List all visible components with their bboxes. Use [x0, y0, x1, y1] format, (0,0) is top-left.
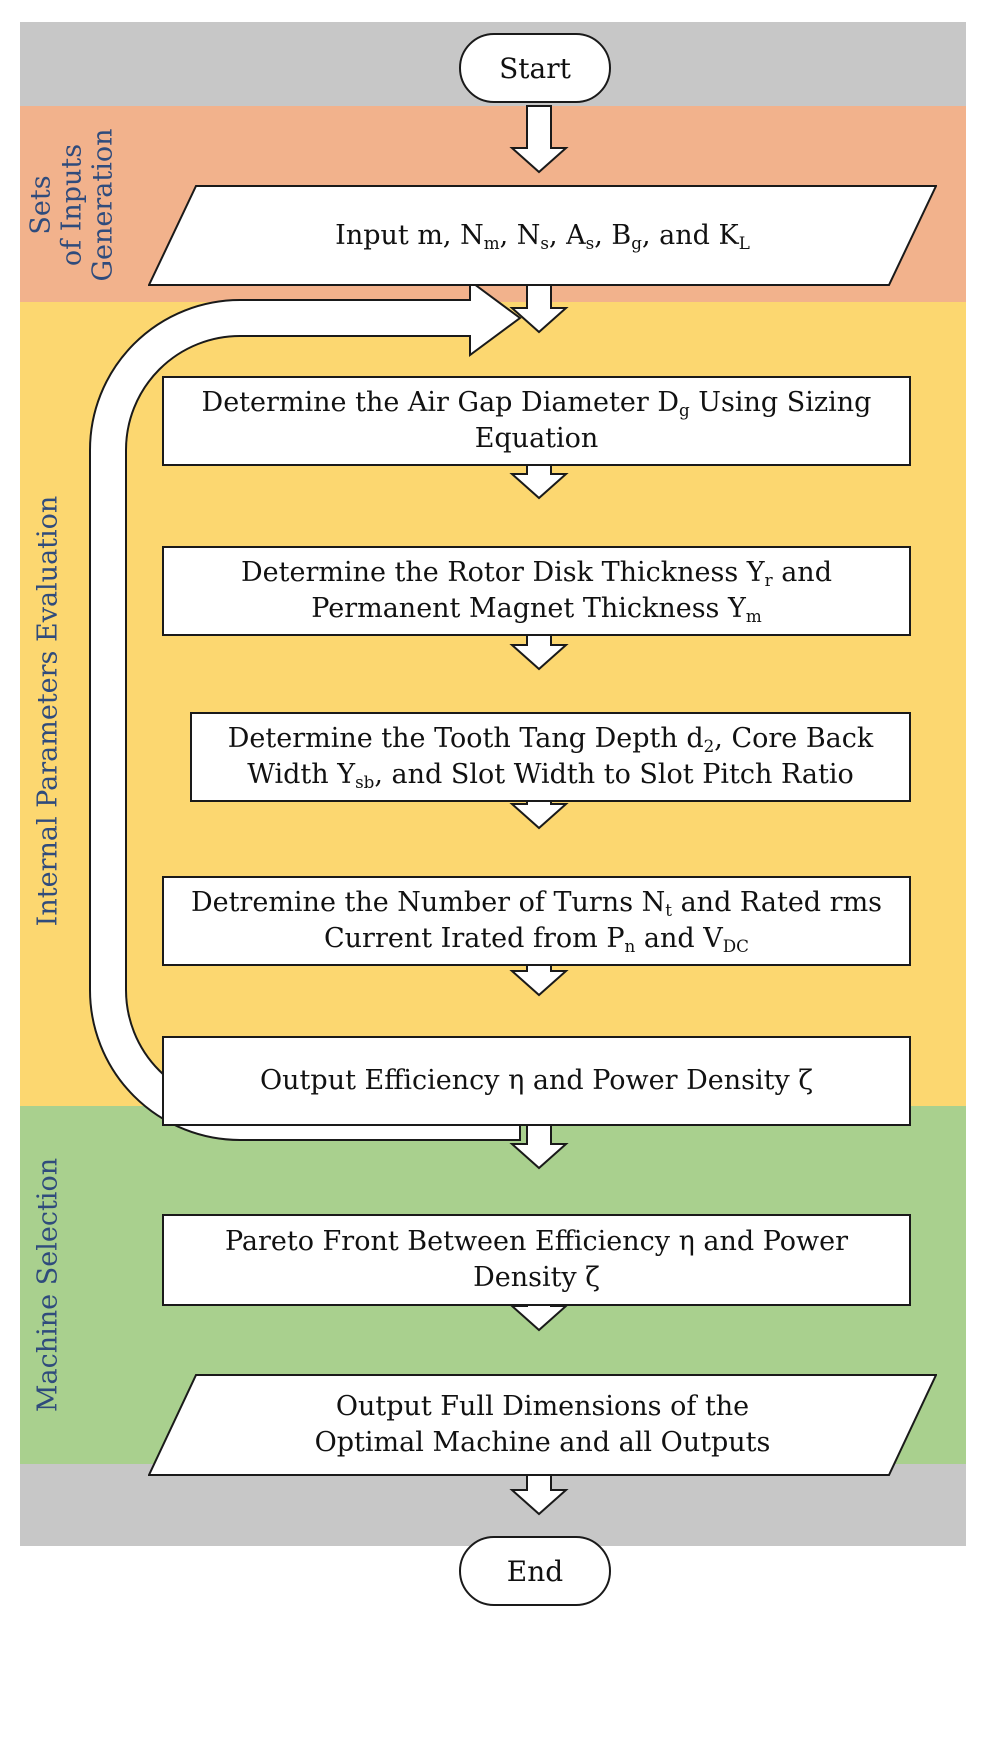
input-parameters-text: Input m, Nm, Ns, As, Bg, and KL — [335, 219, 750, 253]
step-pareto-front-text: Pareto Front Between Efficiency η and Po… — [224, 1226, 849, 1293]
step-output-efficiency-density-text: Output Efficiency η and Power Density ζ — [260, 1065, 813, 1096]
step-tooth-tang-depth: Determine the Tooth Tang Depth d2, Core … — [190, 712, 911, 802]
step-air-gap-diameter-text: Determine the Air Gap Diameter Dg Using … — [201, 387, 872, 454]
step-rotor-magnet-thickness-text: Determine the Rotor Disk Thickness Yr an… — [241, 557, 832, 627]
step-turns-and-current: Detremine the Number of Turns Nt and Rat… — [162, 876, 911, 966]
step-rotor-magnet-thickness: Determine the Rotor Disk Thickness Yr an… — [162, 546, 911, 636]
final-output-parallelogram-shape — [148, 1374, 937, 1476]
final-output-box: Output Full Dimensions of the Optimal Ma… — [148, 1374, 937, 1476]
bottom-gray-band — [20, 1464, 966, 1546]
step-turns-and-current-text: Detremine the Number of Turns Nt and Rat… — [190, 887, 883, 957]
step-air-gap-diameter: Determine the Air Gap Diameter Dg Using … — [162, 376, 911, 466]
arrow-start-to-input — [509, 105, 569, 174]
step-tooth-tang-depth-text: Determine the Tooth Tang Depth d2, Core … — [227, 723, 874, 793]
loop-back-arrow — [89, 279, 522, 1141]
start-terminal: Start — [459, 33, 611, 103]
input-parameters-box: Input m, Nm, Ns, As, Bg, and KL — [148, 185, 937, 286]
step-pareto-front: Pareto Front Between Efficiency η and Po… — [162, 1214, 911, 1306]
end-label: End — [506, 1554, 564, 1588]
input-parallelogram-shape — [148, 185, 937, 286]
start-label: Start — [499, 51, 571, 85]
final-output-text: Output Full Dimensions of the Optimal Ma… — [314, 1391, 771, 1458]
step-output-efficiency-density: Output Efficiency η and Power Density ζ — [162, 1036, 911, 1126]
end-terminal: End — [459, 1536, 611, 1606]
